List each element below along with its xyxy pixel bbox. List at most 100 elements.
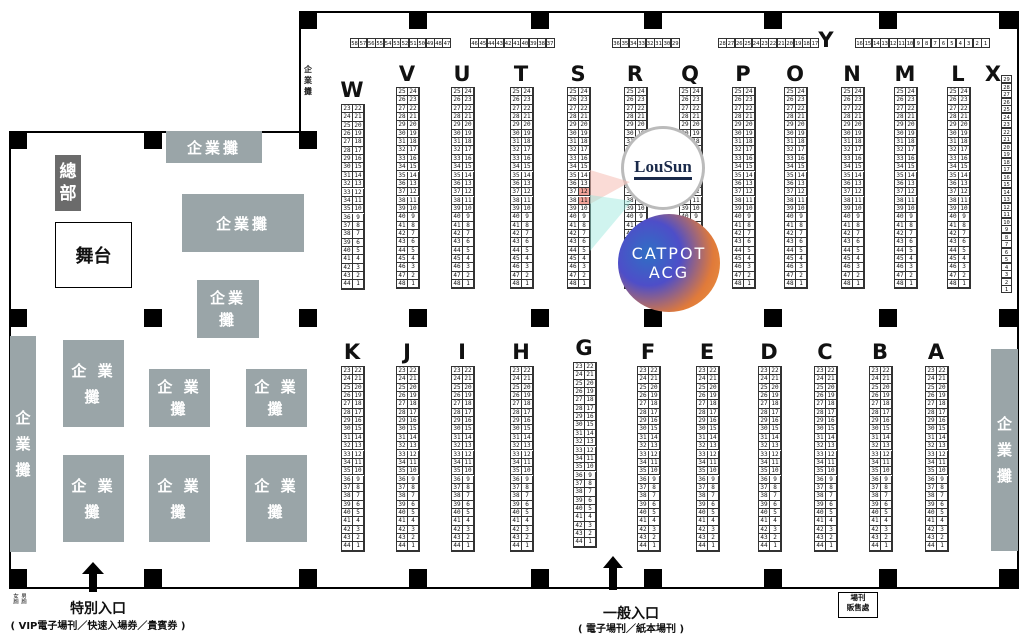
booth-m-27[interactable]: 27 xyxy=(895,104,906,113)
booth-t-33[interactable]: 33 xyxy=(511,154,522,164)
booth-f-36[interactable]: 36 xyxy=(638,475,649,484)
booth-n-8[interactable]: 8 xyxy=(853,221,864,230)
booth-o-7[interactable]: 7 xyxy=(796,229,807,239)
booth-v-15[interactable]: 15 xyxy=(408,163,419,172)
booth-o-45[interactable]: 45 xyxy=(785,255,796,264)
booth-n-32[interactable]: 32 xyxy=(842,146,853,155)
booth-f-21[interactable]: 21 xyxy=(649,375,660,384)
booth-c-11[interactable]: 11 xyxy=(826,458,837,468)
booth-t-8[interactable]: 8 xyxy=(522,221,533,230)
booth-b-7[interactable]: 7 xyxy=(881,492,892,501)
booth-n-12[interactable]: 12 xyxy=(853,188,864,197)
booth-c-43[interactable]: 43 xyxy=(815,534,826,543)
booth-r-40[interactable]: 40 xyxy=(625,213,636,222)
booth-t-6[interactable]: 6 xyxy=(522,238,533,247)
booth-k-16[interactable]: 16 xyxy=(353,417,364,426)
booth-l-18[interactable]: 18 xyxy=(959,138,970,147)
booth-b-42[interactable]: 42 xyxy=(870,525,881,534)
booth-u-47[interactable]: 47 xyxy=(452,271,463,280)
booth-o-19[interactable]: 19 xyxy=(796,129,807,139)
booth-h-8[interactable]: 8 xyxy=(522,483,533,493)
booth-s-32[interactable]: 32 xyxy=(568,146,579,155)
booth-a-16[interactable]: 16 xyxy=(937,417,948,426)
booth-m-18[interactable]: 18 xyxy=(906,138,917,147)
booth-a-44[interactable]: 44 xyxy=(926,542,937,551)
booth-d-1[interactable]: 1 xyxy=(770,542,781,551)
booth-e-34[interactable]: 34 xyxy=(697,458,708,468)
booth-d-36[interactable]: 36 xyxy=(759,475,770,484)
booth-t-45[interactable]: 45 xyxy=(511,255,522,264)
booth-a-10[interactable]: 10 xyxy=(937,467,948,476)
booth-p-18[interactable]: 18 xyxy=(744,138,755,147)
booth-e-9[interactable]: 9 xyxy=(708,475,719,484)
booth-a-2[interactable]: 2 xyxy=(937,534,948,543)
booth-w-11[interactable]: 11 xyxy=(353,196,364,206)
booth-d-5[interactable]: 5 xyxy=(770,508,781,518)
booth-l-27[interactable]: 27 xyxy=(948,104,959,113)
booth-j-30[interactable]: 30 xyxy=(397,425,408,434)
booth-a-14[interactable]: 14 xyxy=(937,433,948,443)
booth-f-30[interactable]: 30 xyxy=(638,425,649,434)
booth-w-44[interactable]: 44 xyxy=(342,280,353,289)
booth-c-29[interactable]: 29 xyxy=(815,417,826,426)
booth-b-20[interactable]: 20 xyxy=(881,383,892,392)
corp-booth-left-tall[interactable]: 企 業 攤 xyxy=(10,336,36,552)
general-entry-label[interactable]: 一般入口 xyxy=(603,606,659,622)
booth-g-44[interactable]: 44 xyxy=(574,538,585,547)
booth-v-36[interactable]: 36 xyxy=(397,179,408,189)
booth-h-21[interactable]: 21 xyxy=(522,375,533,384)
booth-b-40[interactable]: 40 xyxy=(870,508,881,518)
booth-k-22[interactable]: 22 xyxy=(353,367,364,376)
booth-p-20[interactable]: 20 xyxy=(744,121,755,130)
booth-h-16[interactable]: 16 xyxy=(522,417,533,426)
booth-s-36[interactable]: 36 xyxy=(568,179,579,189)
booth-y-29[interactable]: 29 xyxy=(670,38,680,48)
booth-q-23[interactable]: 23 xyxy=(691,96,702,105)
booth-l-45[interactable]: 45 xyxy=(948,255,959,264)
booth-m-14[interactable]: 14 xyxy=(906,171,917,180)
booth-c-36[interactable]: 36 xyxy=(815,475,826,484)
booth-s-19[interactable]: 19 xyxy=(579,129,590,139)
booth-t-3[interactable]: 3 xyxy=(522,263,533,272)
booth-t-37[interactable]: 37 xyxy=(511,188,522,197)
booth-b-18[interactable]: 18 xyxy=(881,400,892,409)
booth-m-19[interactable]: 19 xyxy=(906,129,917,139)
booth-b-5[interactable]: 5 xyxy=(881,508,892,518)
booth-f-32[interactable]: 32 xyxy=(638,442,649,451)
booth-g-41[interactable]: 41 xyxy=(574,513,585,522)
booth-m-2[interactable]: 2 xyxy=(906,271,917,280)
booth-e-41[interactable]: 41 xyxy=(697,517,708,526)
booth-t-27[interactable]: 27 xyxy=(511,104,522,113)
booth-f-3[interactable]: 3 xyxy=(649,525,660,534)
booth-i-12[interactable]: 12 xyxy=(463,450,474,459)
booth-n-39[interactable]: 39 xyxy=(842,204,853,214)
booth-u-11[interactable]: 11 xyxy=(463,196,474,205)
booth-h-20[interactable]: 20 xyxy=(522,383,533,392)
booth-v-30[interactable]: 30 xyxy=(397,129,408,139)
booth-h-5[interactable]: 5 xyxy=(522,508,533,518)
booth-p-33[interactable]: 33 xyxy=(733,154,744,164)
booth-s-45[interactable]: 45 xyxy=(568,255,579,264)
booth-h-38[interactable]: 38 xyxy=(511,492,522,501)
booth-e-30[interactable]: 30 xyxy=(697,425,708,434)
booth-c-8[interactable]: 8 xyxy=(826,483,837,493)
booth-v-39[interactable]: 39 xyxy=(397,204,408,214)
booth-w-36[interactable]: 36 xyxy=(342,213,353,222)
booth-u-39[interactable]: 39 xyxy=(452,204,463,214)
booth-k-44[interactable]: 44 xyxy=(342,542,353,551)
booth-o-30[interactable]: 30 xyxy=(785,129,796,139)
booth-j-14[interactable]: 14 xyxy=(408,433,419,443)
booth-i-18[interactable]: 18 xyxy=(463,400,474,409)
booth-m-10[interactable]: 10 xyxy=(906,204,917,214)
booth-h-17[interactable]: 17 xyxy=(522,408,533,418)
booth-g-39[interactable]: 39 xyxy=(574,496,585,505)
booth-e-16[interactable]: 16 xyxy=(708,417,719,426)
booth-l-21[interactable]: 21 xyxy=(959,113,970,122)
booth-l-32[interactable]: 32 xyxy=(948,146,959,155)
booth-q-20[interactable]: 20 xyxy=(691,121,702,130)
booth-i-17[interactable]: 17 xyxy=(463,408,474,418)
booth-n-20[interactable]: 20 xyxy=(853,121,864,130)
booth-p-7[interactable]: 7 xyxy=(744,229,755,239)
booth-w-13[interactable]: 13 xyxy=(353,180,364,189)
booth-s-4[interactable]: 4 xyxy=(579,255,590,264)
